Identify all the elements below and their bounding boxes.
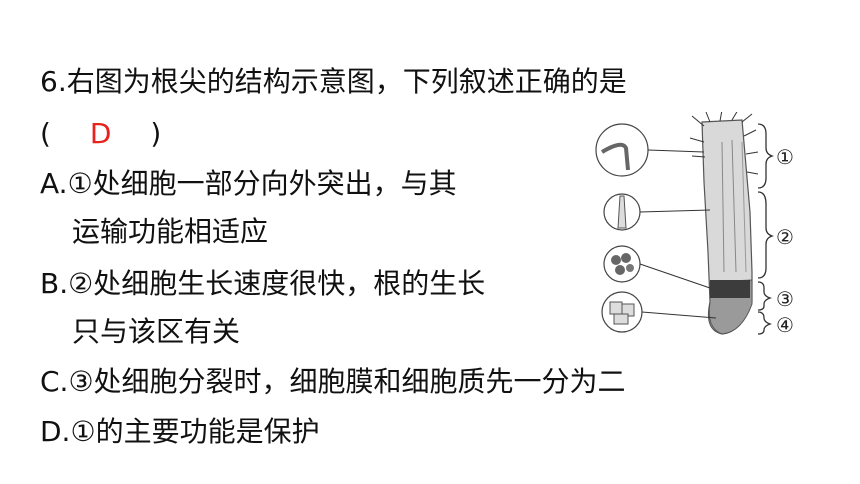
option-d-line1: D.①的主要功能是保护 (40, 415, 320, 448)
cell-detail-2 (603, 193, 711, 231)
root-tip-diagram: ① ② ③ ④ (595, 112, 794, 337)
region-label-4: ④ (776, 313, 794, 337)
answer-letter: D (89, 117, 112, 150)
root-hairs (689, 112, 759, 175)
region-label-1: ① (776, 145, 794, 169)
option-a-line2: 运输功能相适应 (72, 215, 269, 248)
paren-open: ( (40, 117, 51, 150)
root-body (701, 119, 753, 335)
paren-close: ) (150, 117, 162, 150)
region-label-3: ③ (776, 287, 794, 311)
option-b-line1: B.②处细胞生长速度很快，根的生长 (40, 267, 486, 300)
region-braces (757, 123, 775, 335)
region-label-2: ② (776, 225, 794, 249)
option-c-line1: C.③处细胞分裂时，细胞膜和细胞质先一分为二 (40, 365, 626, 398)
answer-line: ( D ) (40, 116, 161, 152)
cell-detail-3 (603, 245, 711, 289)
cell-detail-1 (595, 123, 705, 177)
option-a-line1: A.①处细胞一部分向外突出，与其 (40, 167, 457, 200)
cell-detail-4 (601, 291, 717, 333)
option-b-line2: 只与该区有关 (72, 315, 241, 348)
question-stem: 6.右图为根尖的结构示意图，下列叙述正确的是 (40, 65, 627, 98)
